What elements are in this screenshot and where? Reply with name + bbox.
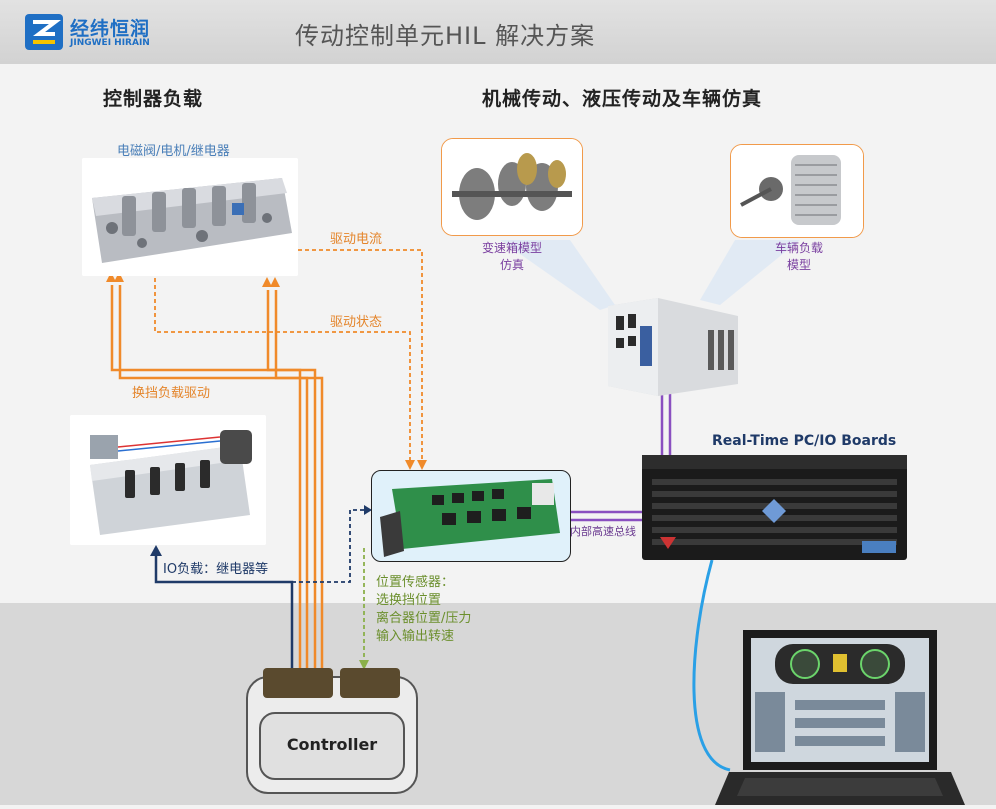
controller-connector-left [263,668,333,698]
section-title-mechanical-sim: 机械传动、液压传动及车辆仿真 [482,88,763,110]
gearbox-model-image [441,138,583,236]
label-shift-load: 换挡负载驱动 [132,386,211,401]
io-board-panel [371,470,571,562]
caption-gearbox: 变速箱模型 仿真 [468,240,556,274]
label-drive-status: 驱动状态 [330,315,383,330]
label-internal-bus: 内部高速总线 [570,525,636,538]
caption-solenoid: 电磁阀/电机/继电器 [117,144,230,159]
caption-gearbox-line-1: 变速箱模型 [481,241,542,255]
sensor-info: 位置传感器： 选换挡位置 离合器位置/压力 输入输出转速 [376,574,471,646]
controller-connector-right [340,668,400,698]
valve-body-image [82,158,298,276]
sensor-line-1: 位置传感器： [376,575,455,590]
sensor-line-4: 输入输出转速 [376,629,455,644]
pxi-chassis-image [598,296,744,400]
logo-text-cn: 经纬恒润 [70,18,151,40]
controller-inner-box [259,712,405,780]
page-title: 传动控制单元HIL 解决方案 [295,22,596,50]
caption-vehicle: 车辆负载 模型 [755,240,843,274]
sensor-line-3: 离合器位置/压力 [376,611,472,626]
caption-vehicle-line-1: 车辆负载 [774,241,823,255]
vehicle-model-image [730,144,864,238]
laptop-image [715,630,965,805]
label-realtime-pc: Real-Time PC/IO Boards [712,433,897,449]
realtime-pc-image [642,455,907,560]
logo-icon [25,14,63,50]
label-drive-current: 驱动电流 [330,232,383,247]
header-bar [0,0,996,64]
controller-label: Controller [286,735,378,754]
caption-vehicle-line-2: 模型 [786,258,811,272]
section-title-controller-load: 控制器负载 [103,88,204,110]
logo-text-en: JINGWEI HIRAIN [70,38,150,48]
relay-module-image [70,415,266,545]
caption-gearbox-line-2: 仿真 [499,258,524,272]
arrow-head-orange [106,272,116,282]
label-io-load: IO负载：继电器等 [163,562,269,577]
sensor-line-2: 选换挡位置 [376,593,442,608]
